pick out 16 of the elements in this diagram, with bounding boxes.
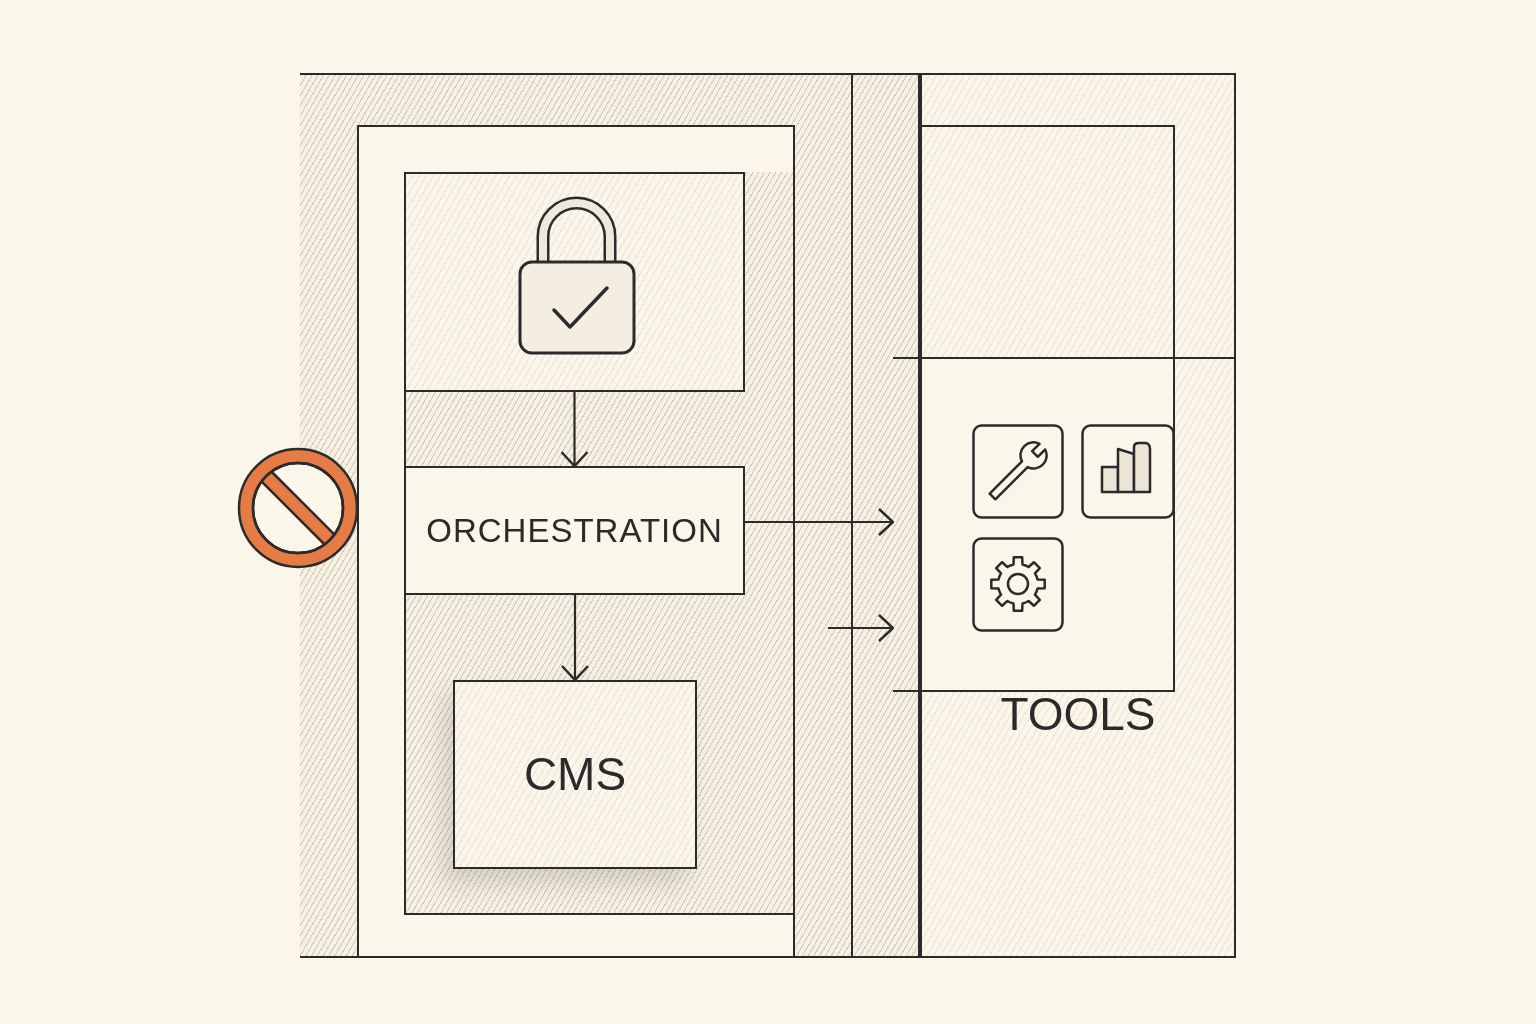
tools-panel [920,73,1236,958]
icon-panel [893,357,1175,692]
process-box [404,466,745,595]
node-label: CMS [523,748,627,801]
node-label: ORCHESTRATION [426,511,723,550]
process-box [453,680,697,869]
hatched-frame [300,73,920,958]
arrow [745,507,895,537]
arrow [560,595,590,682]
process-box [404,172,745,392]
arrow [560,392,589,468]
hatched-panel [404,172,793,915]
panel-title: TOOLS [1000,688,1156,741]
empty-panel [922,125,1175,357]
arrow [828,613,895,643]
inner-frame [357,125,795,956]
